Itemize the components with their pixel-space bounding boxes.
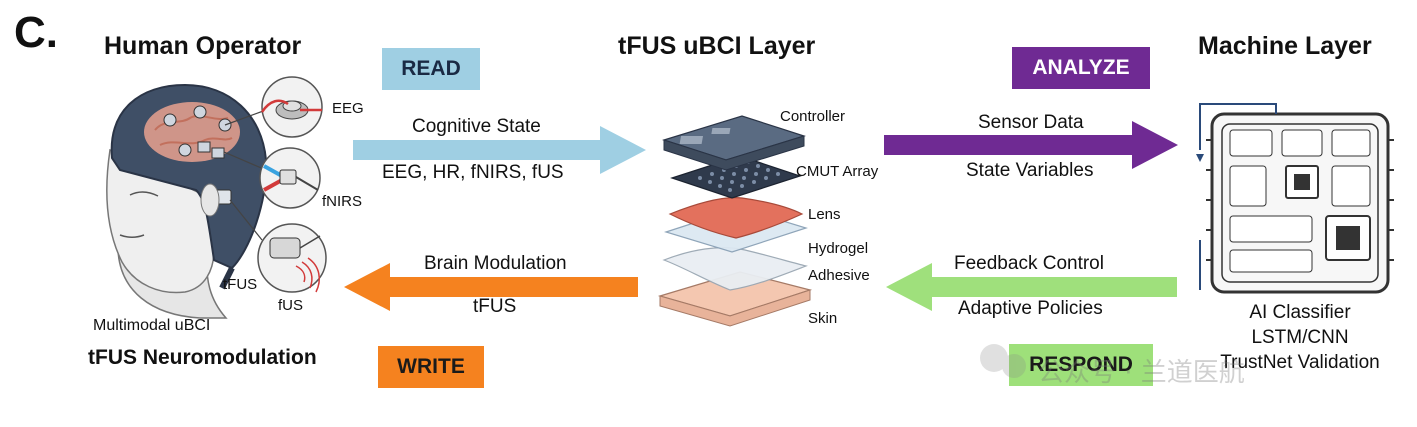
layer-label-adhesive: Adhesive [808, 267, 870, 284]
write-tag: WRITE [378, 346, 484, 388]
panel-letter: C. [14, 8, 58, 57]
read-arrow-label-2: EEG, HR, fNIRS, fUS [382, 162, 564, 183]
human-head-illustration [106, 83, 268, 319]
ubci-layer-title: tFUS uBCI Layer [618, 32, 816, 60]
analyze-arrow-label-1: Sensor Data [978, 112, 1084, 133]
tfus-label: tFUS [223, 276, 258, 293]
read-arrow-label-1: Cognitive State [412, 116, 541, 137]
ubci-layer-stack [657, 115, 813, 327]
layer-label-skin: Skin [808, 310, 838, 327]
multimodal-ubci-label: Multimodal uBCI [93, 317, 211, 334]
layer-label-hydrogel: Hydrogel [808, 240, 869, 257]
write-arrow-label-2: tFUS [473, 296, 517, 317]
machine-line-trustnet: TrustNet Validation [1220, 352, 1380, 373]
fnirs-label: fNIRS [322, 193, 363, 210]
read-arrow [353, 126, 646, 174]
machine-line-lstm-cnn: LSTM/CNN [1251, 327, 1349, 348]
layer-label-lens: Lens [808, 206, 841, 223]
eeg-label: EEG [332, 100, 364, 117]
analyze-tag: ANALYZE [1012, 47, 1150, 89]
respond-tag: RESPOND [1009, 344, 1153, 386]
watermark-text: 公众号 · 兰道医航 [1038, 358, 1245, 388]
write-arrow-label-1: Brain Modulation [424, 253, 567, 274]
respond-arrow-label-2: Adaptive Policies [958, 298, 1103, 319]
machine-layer-title: Machine Layer [1198, 32, 1372, 60]
respond-arrow [886, 263, 1177, 311]
analyze-arrow [884, 121, 1178, 169]
watermark-logo [980, 344, 1026, 378]
machine-line-ai-classifier: AI Classifier [1249, 302, 1351, 323]
tfus-neuromodulation-label: tFUS Neuromodulation [88, 346, 317, 369]
layer-label-cmut-array: CMUT Array [796, 163, 879, 180]
machine-chip-illustration [1196, 103, 1394, 294]
fus-label: fUS [278, 297, 304, 314]
respond-arrow-label-1: Feedback Control [954, 253, 1104, 274]
human-operator-title: Human Operator [104, 32, 302, 60]
read-tag: READ [382, 48, 480, 90]
write-arrow [344, 263, 638, 311]
layer-label-controller: Controller [780, 108, 846, 125]
analyze-arrow-label-2: State Variables [966, 160, 1094, 181]
